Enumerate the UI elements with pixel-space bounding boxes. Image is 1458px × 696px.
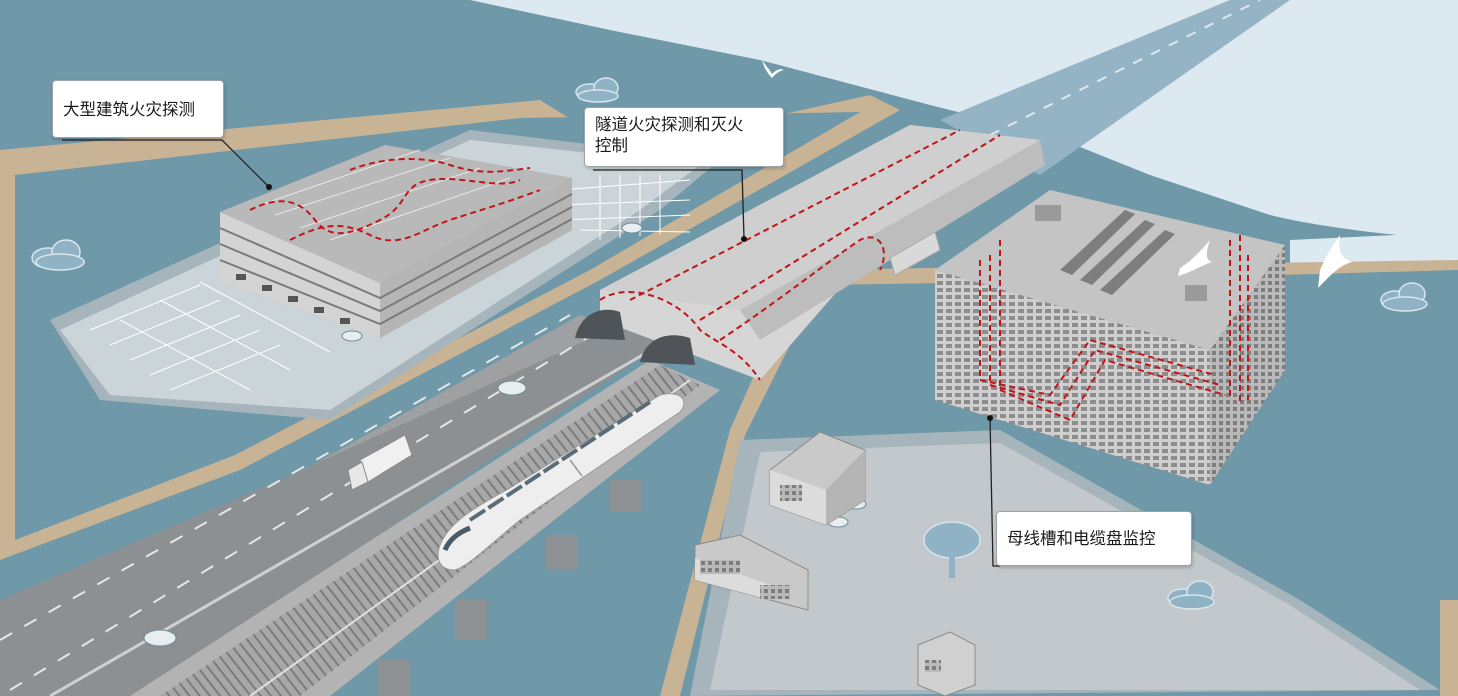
cloud-icon	[1167, 580, 1215, 610]
busway-monitor-line	[979, 235, 1249, 422]
large-building	[219, 145, 573, 338]
fire-detection-line	[249, 178, 521, 235]
small-building	[694, 534, 809, 611]
small-building	[917, 631, 976, 696]
small-building	[769, 431, 866, 526]
fire-detection-line	[599, 291, 761, 381]
callout-text-line2: 控制	[595, 136, 628, 155]
leader-line-building	[62, 139, 269, 187]
cloud-icon	[31, 239, 85, 271]
callout-busway-cable-monitoring: 母线槽和电缆盘监控	[996, 511, 1192, 566]
leader-line-busway	[989, 417, 1000, 567]
callout-large-building-fire-detection: 大型建筑火灾探测	[52, 80, 224, 138]
train-icon	[437, 393, 685, 571]
leader-dot	[987, 415, 993, 421]
distant-bridge	[940, 0, 1290, 175]
leader-dot	[266, 184, 272, 190]
car-icon	[143, 222, 867, 647]
seagull-icon	[762, 60, 784, 78]
seagull-icon	[1178, 240, 1212, 276]
callout-text: 母线槽和电缆盘监控	[1007, 529, 1156, 548]
parking-lots	[89, 175, 691, 391]
callout-tunnel-fire-detection: 隧道火灾探测和灭火 控制	[584, 107, 784, 167]
cloud-icon	[1380, 282, 1428, 312]
truck-icon	[347, 434, 413, 491]
cloud-icon	[575, 77, 619, 103]
tree-icon	[923, 521, 981, 578]
viaduct-pillars	[377, 480, 642, 696]
callout-text-line1: 隧道火灾探测和灭火	[595, 115, 744, 134]
sky	[470, 0, 1458, 240]
leader-line-tunnel	[593, 169, 745, 239]
tunnel	[575, 125, 1045, 381]
callout-text: 大型建筑火灾探测	[63, 99, 195, 119]
leader-dot	[741, 236, 747, 242]
seagull-icon	[1318, 235, 1352, 288]
